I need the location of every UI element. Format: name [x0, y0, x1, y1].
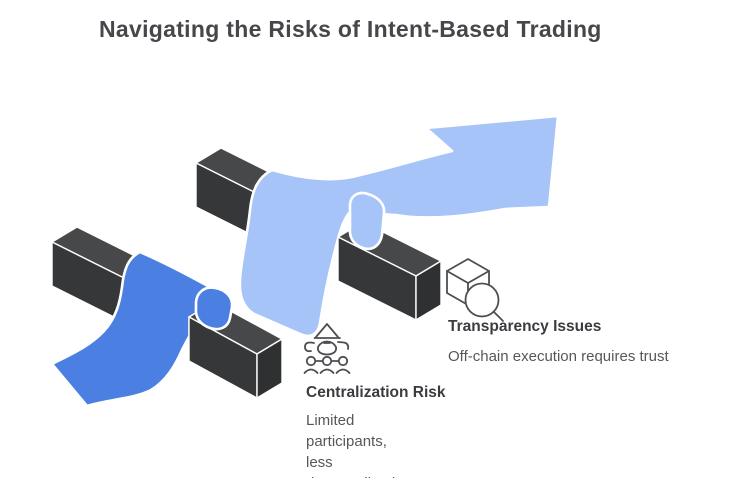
wrap-flap-dark	[194, 286, 234, 331]
risk-desc-transparency: Off-chain execution requires trust	[448, 348, 669, 365]
people-under-roof-icon	[300, 320, 352, 375]
cube-magnifier-icon	[444, 255, 508, 325]
flow-ribbon-light-arrow	[238, 114, 560, 338]
risk-label-centralization: Centralization Risk	[306, 384, 446, 401]
risk-desc-centralization: Limited participants, less decentralized	[306, 412, 395, 478]
page-title: Navigating the Risks of Intent-Based Tra…	[99, 16, 602, 42]
wrap-flap-light	[348, 191, 386, 251]
risk-label-transparency: Transparency Issues	[448, 318, 602, 335]
